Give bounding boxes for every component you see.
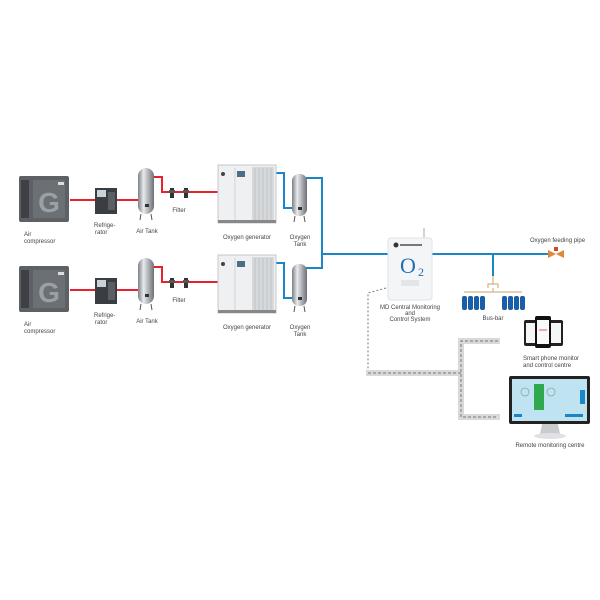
air-compressor-label-line1: Air — [24, 322, 31, 328]
data-link-control — [367, 287, 387, 373]
oxygen-tank-1 — [292, 174, 307, 223]
refrigerator-label-line1: Refrige- — [94, 313, 115, 319]
refrigerator-label-line1: Refrige- — [94, 223, 115, 229]
oxygen-generator-2 — [217, 254, 277, 314]
oxygen-generator-1 — [217, 164, 277, 224]
compressor-g-logo-icon: G — [38, 277, 60, 308]
data-links — [366, 287, 500, 420]
air-compressor-label-line2: compressor — [24, 239, 55, 245]
oxygen-cylinders-left — [462, 296, 485, 310]
air-tank-label: Air Tank — [136, 319, 159, 325]
control-system-label-line1: MD Central Monitoring — [380, 305, 440, 311]
oxygen-feeding-valve-icon — [548, 247, 564, 258]
air-compressor-label-line2: compressor — [24, 329, 55, 335]
air-line-tank-generator-2 — [152, 266, 218, 283]
air-compressor-label-line1: Air — [24, 232, 31, 238]
refrigerator-1 — [95, 188, 117, 214]
oxygen-generator-label: Oxygen generator — [223, 235, 271, 241]
bus-bar — [462, 276, 525, 310]
smart-phone-monitor — [524, 316, 563, 348]
o2-subscript: 2 — [418, 265, 424, 279]
compressor-g-logo-icon: G — [38, 187, 60, 218]
smart-phone-label-line2: and control centre — [523, 363, 572, 369]
control-system-label-line3: Control System — [389, 317, 430, 323]
oxygen-tank-label-line1: Oxygen — [290, 325, 311, 331]
air-lines — [70, 176, 218, 291]
process-row-2: G Air compressor Refrige- rator Air Tank… — [19, 254, 311, 338]
air-tank-1 — [138, 168, 154, 221]
oxygen-tank-label-line2: Tank — [294, 332, 308, 338]
oxygen-lines — [275, 172, 552, 299]
air-tank-label: Air Tank — [136, 229, 159, 235]
o2-symbol: O — [400, 253, 416, 278]
remote-monitoring-label: Remote monitoring centre — [515, 443, 585, 449]
oxygen-tank-label-line2: Tank — [294, 242, 308, 248]
oxygen-line-tank-1-out — [306, 177, 323, 254]
refrigerator-label-line2: rator — [95, 320, 107, 326]
md-central-control-system: O 2 — [387, 228, 433, 301]
oxygen-generator-label: Oxygen generator — [223, 325, 271, 331]
oxygen-tank-2 — [292, 264, 307, 313]
brand-logo-icon — [393, 242, 399, 248]
refrigerator-label-line2: rator — [95, 230, 107, 236]
air-tank-2 — [138, 258, 154, 311]
filter-label: Filter — [172, 298, 185, 304]
refrigerator-2 — [95, 278, 117, 304]
oxygen-tank-label-line1: Oxygen — [290, 235, 311, 241]
oxygen-cylinders-right — [502, 296, 525, 310]
control-system-label-line2: and — [405, 311, 415, 317]
air-compressor-1: G — [19, 176, 69, 222]
remote-monitor — [509, 376, 590, 439]
process-row-1: G Air compressor Refrige- rator — [19, 164, 311, 248]
oxygen-feeding-pipe-label: Oxygen feeding pipe — [530, 238, 586, 244]
filter-2 — [169, 278, 189, 288]
air-line-tank-generator-1 — [152, 176, 218, 193]
oxygen-line-generator-tank-2 — [275, 262, 292, 299]
filter-label: Filter — [172, 208, 185, 214]
smart-phone-label-line1: Smart phone monitor — [523, 356, 579, 362]
air-compressor-2: G — [19, 266, 69, 312]
bus-bar-label: Bus-bar — [482, 316, 503, 322]
filter-1 — [169, 188, 189, 198]
oxygen-line-generator-tank-1 — [275, 172, 292, 209]
oxygen-line-tank-2-out — [306, 254, 323, 269]
